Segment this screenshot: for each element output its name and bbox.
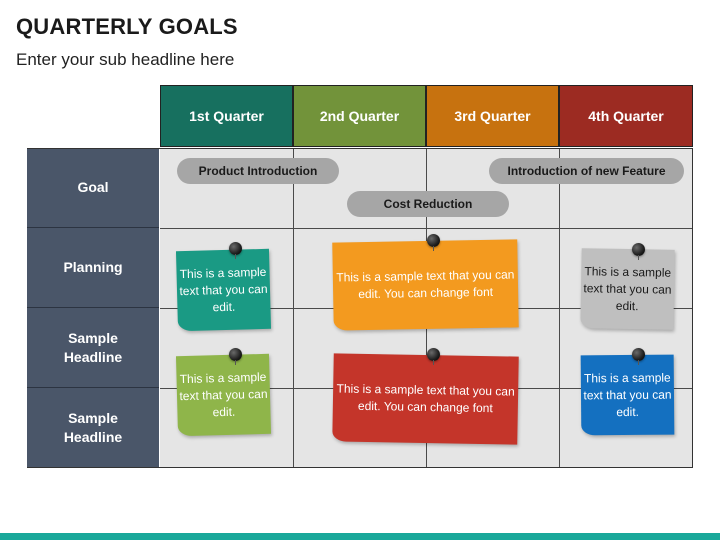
pin-icon [229,242,242,259]
sticky-note-planning-q1: This is a sample text that you can edit. [175,248,272,332]
quarter-header-2: 2nd Quarter [293,85,426,147]
row-header-goal: Goal [27,148,159,228]
sticky-note-sample-q1: This is a sample text that you can edit. [175,353,272,437]
page-title: QUARTERLY GOALS [16,14,238,39]
row-header-sample-2: Sample Headline [27,388,159,468]
pin-icon [427,234,440,251]
sticky-note-sample-q4: This is a sample text that you can edit. [580,354,675,436]
quarter-header-1: 1st Quarter [160,85,293,147]
sticky-note-planning-q4: This is a sample text that you can edit. [580,248,675,330]
page-subtitle: Enter your sub headline here [16,50,235,69]
quarter-header-3: 3rd Quarter [426,85,559,147]
goal-pill-new-feature: Introduction of new Feature [489,158,684,184]
footer-accent-bar [0,533,720,540]
row-header-sample-1: Sample Headline [27,308,159,388]
sticky-note-sample-q2-q3: This is a sample text that you can edit.… [332,353,519,445]
row-header-planning: Planning [27,228,159,308]
pin-icon [632,348,645,365]
pin-icon [632,243,645,260]
goal-pill-cost-reduction: Cost Reduction [347,191,509,217]
grid-divider [160,228,693,229]
quarter-header-4: 4th Quarter [559,85,693,147]
sticky-note-planning-q2-q3: This is a sample text that you can edit.… [332,239,519,331]
pin-icon [427,348,440,365]
pin-icon [229,348,242,365]
goal-pill-product-introduction: Product Introduction [177,158,339,184]
